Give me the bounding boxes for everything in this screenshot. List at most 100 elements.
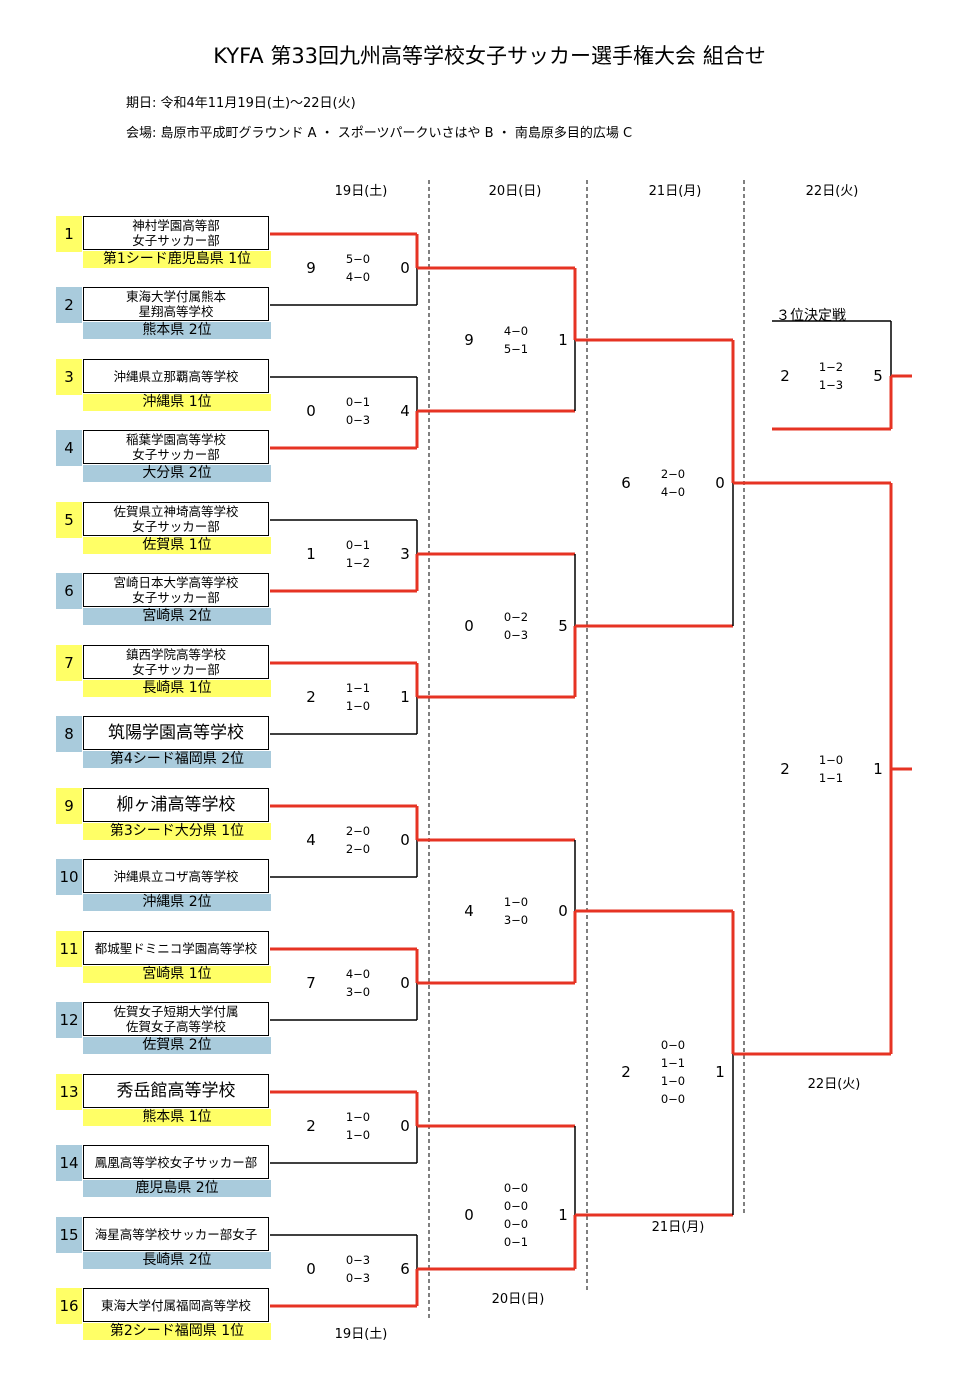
score-right: 3 <box>400 545 410 563</box>
team-prefecture: 第1シード鹿児島県 1位 <box>83 251 271 268</box>
team-name-box: 筑陽学園高等学校 <box>83 716 269 750</box>
score-right: 1 <box>558 331 568 349</box>
score-left: 1 <box>306 545 316 563</box>
team-name-box: 稲葉学園高等学校女子サッカー部 <box>83 430 269 464</box>
period-score: 4−0 <box>345 967 371 981</box>
team-name-box: 佐賀県立神埼高等学校女子サッカー部 <box>83 502 269 536</box>
team-prefecture: 佐賀県 1位 <box>83 537 271 554</box>
period-score: 1−0 <box>660 1074 686 1088</box>
team-name-line: 都城聖ドミニコ学園高等学校 <box>94 940 258 956</box>
seed-number: 12 <box>56 1002 82 1038</box>
team-prefecture: 第4シード福岡県 2位 <box>83 751 271 768</box>
score-right: 0 <box>400 1117 410 1135</box>
period-score: 0−0 <box>503 1199 529 1213</box>
third-place-label: ３位決定戦 <box>776 308 846 324</box>
seed-number: 13 <box>56 1074 82 1110</box>
seed-number: 2 <box>56 287 82 323</box>
team-name-box: 神村学園高等部女子サッカー部 <box>83 216 269 250</box>
team-name-line: 沖縄県立那覇高等学校 <box>113 368 239 384</box>
team-prefecture: 第3シード大分県 1位 <box>83 823 271 840</box>
period-score: 0−3 <box>345 1271 371 1285</box>
day-header-20: 20日(日) <box>488 184 542 199</box>
score-right: 0 <box>400 974 410 992</box>
period-score: 4−0 <box>503 324 529 338</box>
seed-number: 3 <box>56 359 82 395</box>
period-score: 0−1 <box>345 538 371 552</box>
day-footer-20: 20日(日) <box>491 1292 545 1307</box>
period-score: 1−3 <box>818 378 844 392</box>
score-right: 1 <box>400 688 410 706</box>
team-prefecture: 第2シード福岡県 1位 <box>83 1323 271 1340</box>
team-prefecture: 佐賀県 2位 <box>83 1037 271 1054</box>
period-score: 1−0 <box>345 699 371 713</box>
period-score: 4−0 <box>660 485 686 499</box>
score-left: 2 <box>780 367 790 385</box>
team-name-line: 海星高等学校サッカー部女子 <box>94 1226 258 1242</box>
team-name-line: 稲葉学園高等学校 <box>125 432 226 447</box>
team-name-box: 宮崎日本大学高等学校女子サッカー部 <box>83 573 269 607</box>
day-header-22: 22日(火) <box>805 184 859 199</box>
period-score: 5−1 <box>503 342 529 356</box>
team-name-box: 東海大学付属福岡高等学校 <box>83 1288 269 1322</box>
seed-number: 8 <box>56 716 82 752</box>
period-score: 2−0 <box>660 467 686 481</box>
score-right: 1 <box>873 760 883 778</box>
score-left: 2 <box>621 1063 631 1081</box>
period-score: 3−0 <box>503 913 529 927</box>
score-left: 6 <box>621 474 631 492</box>
period-score: 0−0 <box>660 1038 686 1052</box>
score-right: 5 <box>873 367 883 385</box>
team-name-box: 鎮西学院高等学校女子サッカー部 <box>83 645 269 679</box>
team-name-line: 女子サッカー部 <box>132 447 220 462</box>
team-name-line: 鳳凰高等学校女子サッカー部 <box>94 1154 258 1170</box>
team-name-box: 佐賀女子短期大学付属佐賀女子高等学校 <box>83 1002 269 1036</box>
team-name-line: 宮崎日本大学高等学校 <box>113 575 239 590</box>
team-name-line: 東海大学付属熊本 <box>125 289 226 304</box>
period-score: 1−1 <box>345 681 371 695</box>
seed-number: 15 <box>56 1217 82 1253</box>
period-score: 0−1 <box>345 395 371 409</box>
seed-number: 16 <box>56 1288 82 1324</box>
team-name-line: 女子サッカー部 <box>132 590 220 605</box>
score-left: 4 <box>464 902 474 920</box>
venue-line: 会場: 島原市平成町グラウンド A ・ スポーツパークいさはや B ・ 南島原多… <box>126 126 633 141</box>
day-footer-21: 21日(月) <box>651 1220 705 1235</box>
seed-number: 9 <box>56 788 82 824</box>
period-score: 0−0 <box>660 1092 686 1106</box>
team-name-box: 沖縄県立那覇高等学校 <box>83 359 269 393</box>
score-right: 0 <box>400 259 410 277</box>
team-prefecture: 宮崎県 2位 <box>83 608 271 625</box>
score-right: 5 <box>558 617 568 635</box>
team-prefecture: 熊本県 1位 <box>83 1109 271 1126</box>
score-right: 6 <box>400 1260 410 1278</box>
day-header-21: 21日(月) <box>648 184 702 199</box>
team-name-box: 鳳凰高等学校女子サッカー部 <box>83 1145 269 1179</box>
day-header-19: 19日(土) <box>334 184 388 199</box>
team-name-box: 海星高等学校サッカー部女子 <box>83 1217 269 1251</box>
score-left: 2 <box>780 760 790 778</box>
period-score: 4−0 <box>345 270 371 284</box>
period-score: 0−3 <box>345 413 371 427</box>
team-name-box: 都城聖ドミニコ学園高等学校 <box>83 931 269 965</box>
score-right: 1 <box>558 1206 568 1224</box>
team-name-box: 秀岳館高等学校 <box>83 1074 269 1108</box>
score-left: 2 <box>306 688 316 706</box>
score-left: 7 <box>306 974 316 992</box>
page-title: KYFA 第33回九州高等学校女子サッカー選手権大会 組合せ <box>213 44 766 68</box>
team-name-line: 女子サッカー部 <box>132 662 220 677</box>
day-footer-19: 19日(土) <box>334 1327 388 1342</box>
score-right: 1 <box>715 1063 725 1081</box>
team-name-box: 東海大学付属熊本星翔高等学校 <box>83 287 269 321</box>
day-footer-22: 22日(火) <box>807 1077 861 1092</box>
score-left: 4 <box>306 831 316 849</box>
team-name-box: 沖縄県立コザ高等学校 <box>83 859 269 893</box>
score-left: 9 <box>306 259 316 277</box>
team-name-box: 柳ヶ浦高等学校 <box>83 788 269 822</box>
seed-number: 4 <box>56 430 82 466</box>
score-left: 9 <box>464 331 474 349</box>
period-score: 2−0 <box>345 824 371 838</box>
period-score: 3−0 <box>345 985 371 999</box>
score-right: 0 <box>715 474 725 492</box>
team-prefecture: 沖縄県 1位 <box>83 394 271 411</box>
